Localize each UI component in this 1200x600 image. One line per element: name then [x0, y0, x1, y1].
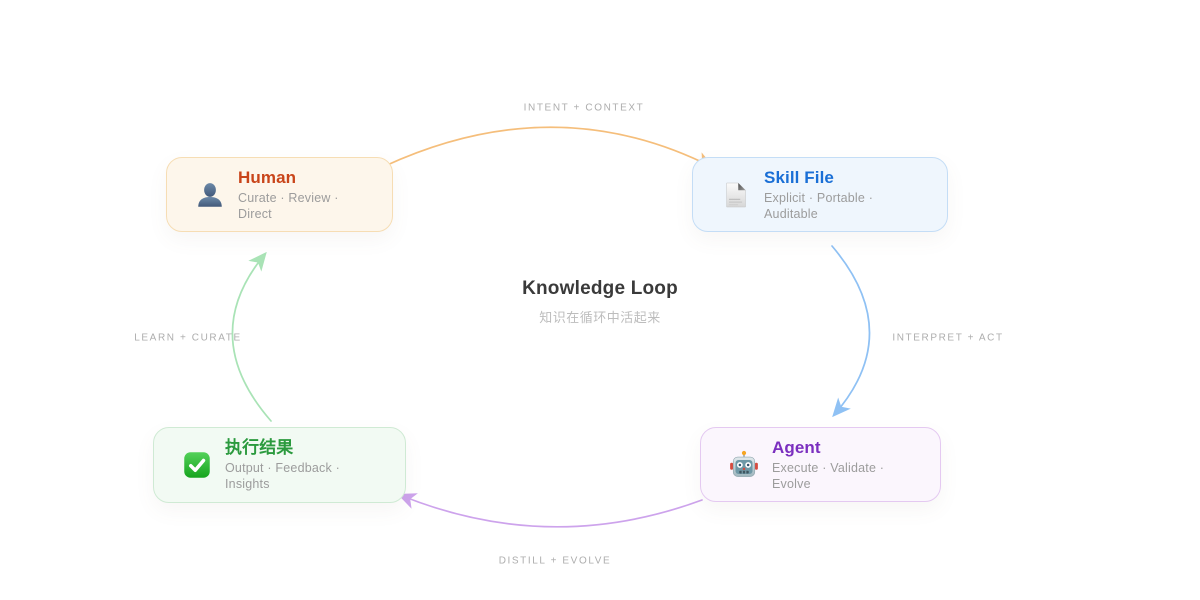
check-mark-icon: [182, 450, 212, 480]
node-skill-file: Skill File Explicit · Portable · Auditab…: [692, 157, 948, 232]
node-title: Agent: [772, 437, 821, 457]
edge-label-distill-evolve: DISTILL + EVOLVE: [498, 555, 612, 567]
node-agent: Agent Execute · Validate · Evolve: [700, 427, 941, 502]
node-subtitle: Explicit · Portable · Auditable: [764, 190, 874, 221]
document-icon: [721, 180, 751, 210]
node-subtitle: Execute · Validate · Evolve: [772, 460, 885, 491]
edge-intent-context: [384, 126, 715, 169]
diagram-title: Knowledge Loop: [522, 278, 678, 299]
node-title: 执行结果: [225, 438, 294, 457]
edge-label-learn-curate: LEARN + CURATE: [134, 332, 242, 344]
edge-interpret-act: [831, 245, 871, 418]
node-subtitle: Curate · Review · Direct: [238, 190, 339, 221]
edge-label-intent-context: INTENT + CONTEXT: [523, 102, 645, 114]
edge-distill-evolve: [397, 493, 703, 528]
diagram-subtitle: 知识在循环中活起来: [539, 310, 661, 325]
node-title: Human: [238, 167, 297, 187]
node-subtitle: Output · Feedback · Insights: [225, 461, 340, 491]
person-bust-icon: [195, 180, 225, 210]
node-result: 执行结果 Output · Feedback · Insights: [153, 427, 406, 503]
robot-icon: [729, 450, 759, 480]
node-human: Human Curate · Review · Direct: [166, 157, 393, 232]
diagram-caption: Knowledge Loop 知识在循环中活起来: [522, 278, 678, 326]
edge-label-interpret-act: INTERPRET + ACT: [892, 332, 1004, 344]
node-title: Skill File: [764, 167, 834, 187]
